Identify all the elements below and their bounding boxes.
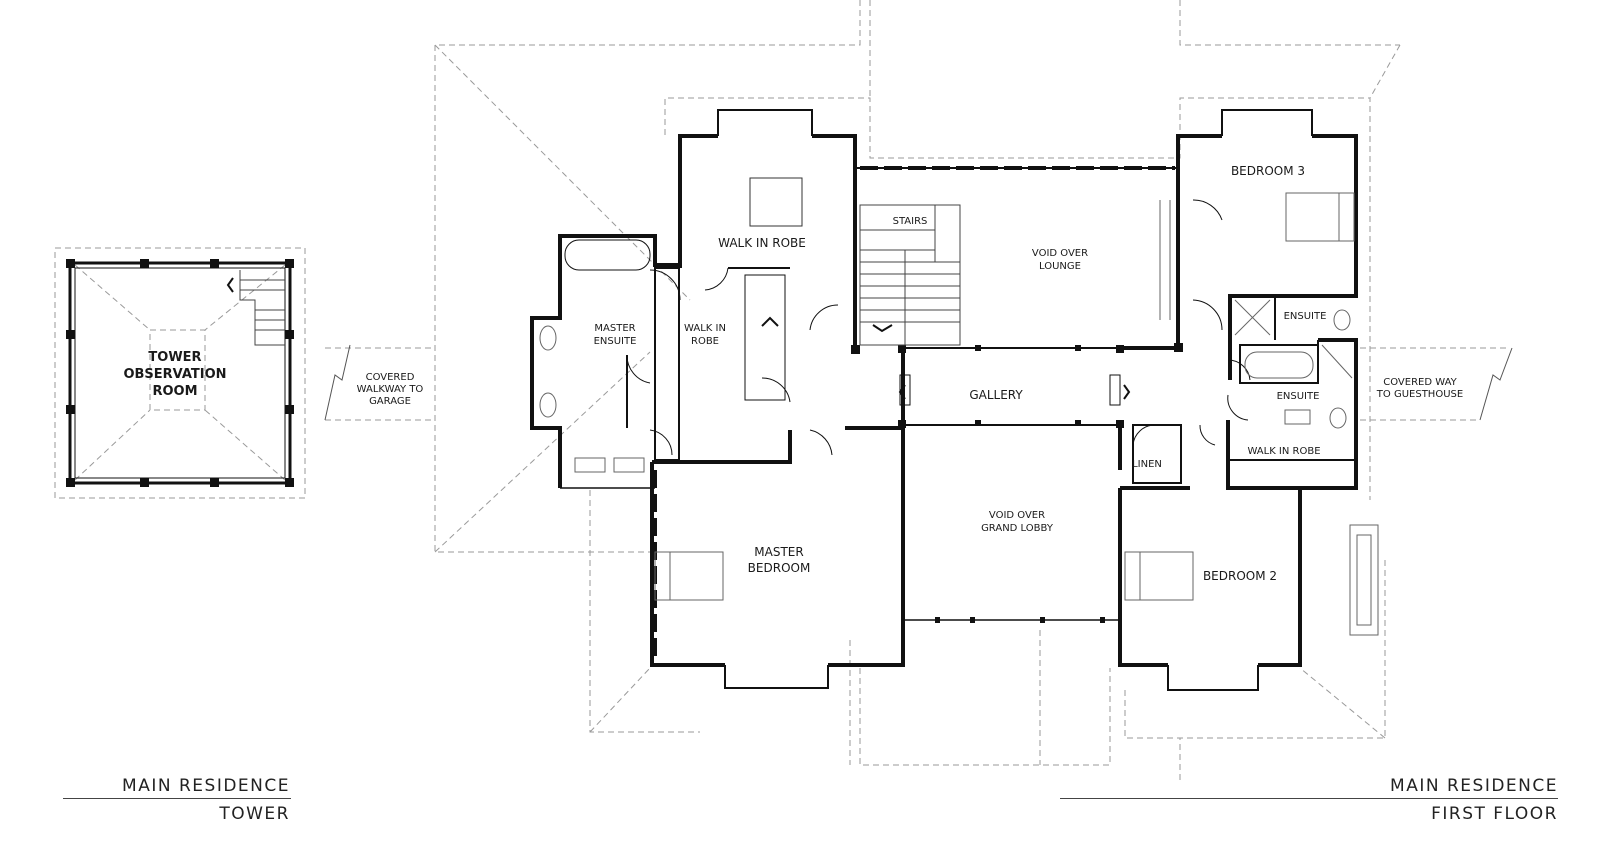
ensuite-lower-label: ENSUITE (1277, 391, 1320, 402)
walk-in-robe-mid-label-line2: ROBE (691, 336, 719, 347)
tower-stairs (226, 270, 285, 346)
title-left-rule (63, 798, 291, 799)
gallery-columns (851, 343, 1183, 623)
bedroom-3-label: BEDROOM 3 (1231, 164, 1305, 178)
covered-walkway-left-line1: COVERED (366, 372, 415, 383)
covered-way-right-line2: TO GUESTHOUSE (1376, 389, 1463, 400)
walk-in-robe-top-label: WALK IN ROBE (718, 236, 806, 250)
bay-windows (717, 109, 1313, 691)
covered-walkway-left-line2: WALKWAY TO (357, 384, 424, 395)
walk-in-robe-mid-label-line1: WALK IN (684, 323, 726, 334)
void-lounge-label-line2: LOUNGE (1039, 261, 1081, 272)
title-right-line2: FIRST FLOOR (1431, 804, 1558, 824)
master-ensuite-label-line1: MASTER (594, 323, 635, 334)
covered-way-right-line1: COVERED WAY (1383, 377, 1457, 388)
title-left-line1: MAIN RESIDENCE (122, 776, 290, 796)
covered-walkway-left-line3: GARAGE (369, 396, 411, 407)
main-stairs (761, 204, 961, 346)
master-bedroom-label-line2: BEDROOM (748, 561, 811, 575)
tower-room-label-line2: OBSERVATION (123, 367, 226, 382)
bedroom-2-label: BEDROOM 2 (1203, 569, 1277, 583)
tower-walls (66, 259, 294, 487)
title-left-line2: TOWER (219, 804, 290, 824)
tower-room-label-line3: ROOM (152, 384, 197, 399)
window-openings (653, 166, 1175, 660)
gallery-label: GALLERY (969, 388, 1023, 402)
furniture (539, 177, 1379, 636)
title-right-rule (1060, 798, 1558, 799)
title-right-line1: MAIN RESIDENCE (1390, 776, 1558, 796)
ensuite-upper-label: ENSUITE (1284, 311, 1327, 322)
void-grand-lobby-label-line2: GRAND LOBBY (981, 523, 1054, 534)
void-lounge-label-line1: VOID OVER (1032, 248, 1088, 259)
master-ensuite-label-line2: ENSUITE (594, 336, 637, 347)
master-bedroom-label-line1: MASTER (754, 545, 803, 559)
room-labels: TOWER OBSERVATION ROOM COVERED WALKWAY T… (123, 164, 1463, 583)
stairs-label: STAIRS (893, 216, 928, 227)
interior-walls (564, 167, 1356, 484)
break-lines (324, 344, 1513, 421)
door-swings (626, 199, 1251, 456)
tower-room-label-line1: TOWER (148, 350, 201, 365)
walk-in-robe-right-label: WALK IN ROBE (1247, 446, 1320, 457)
roof-outline-dashed (54, 0, 1510, 780)
linen-label: LINEN (1132, 459, 1162, 470)
void-grand-lobby-label-line1: VOID OVER (989, 510, 1045, 521)
